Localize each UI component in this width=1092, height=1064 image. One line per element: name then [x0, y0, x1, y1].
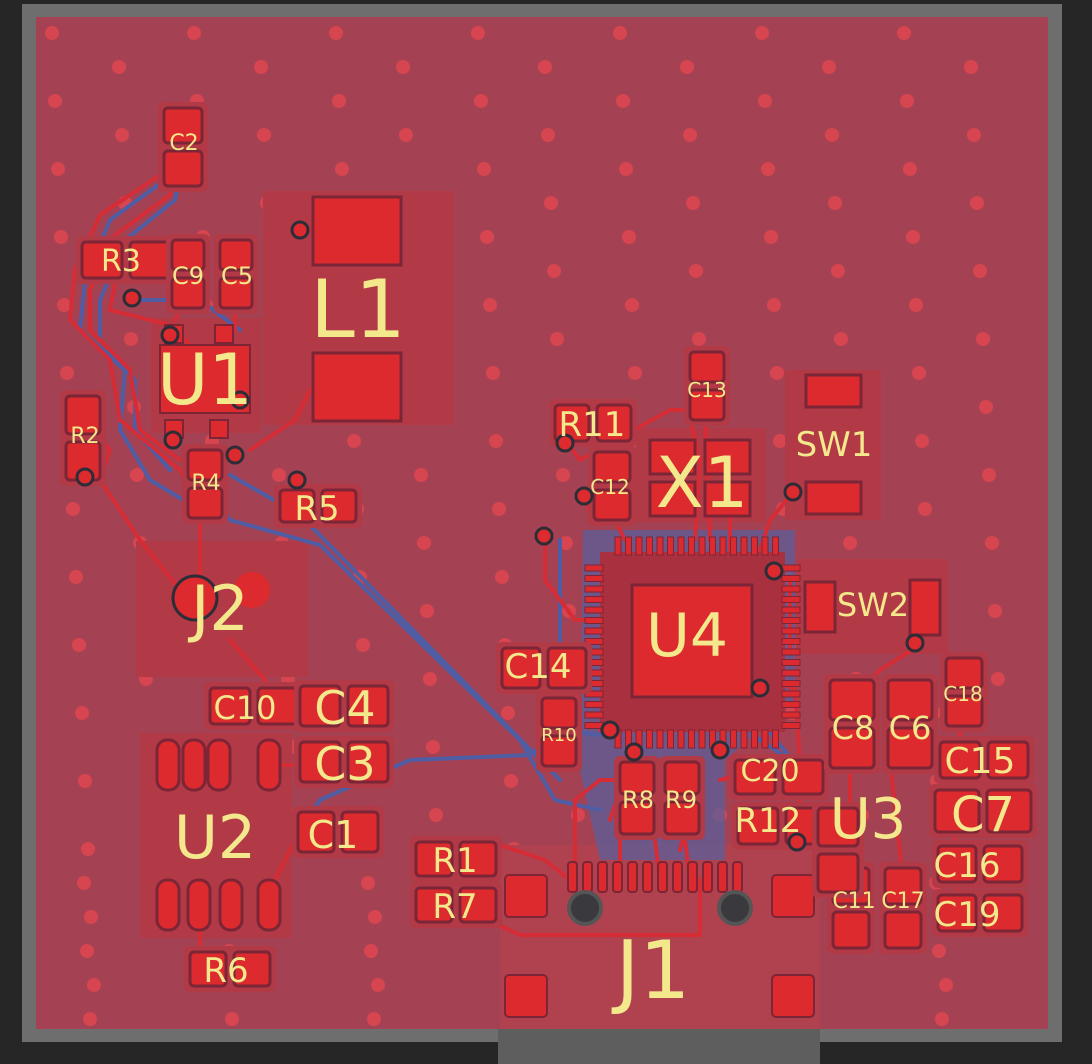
passive-pads	[60, 102, 1037, 992]
j1-overhang	[498, 1029, 820, 1064]
ref-r4[interactable]: R4	[191, 471, 220, 496]
ref-c3[interactable]: C3	[314, 737, 375, 791]
ref-c16[interactable]: C16	[933, 846, 1000, 886]
x1-footprint	[648, 438, 752, 518]
ref-c11[interactable]: C11	[832, 889, 875, 914]
u2-footprint	[155, 738, 282, 932]
j1-footprint	[504, 861, 815, 1018]
u4-footprint	[584, 536, 801, 749]
reference-labels: C2 R3 C9 C5 L1 U1 R2 R4 R5 J2 C10 C4 C3 …	[70, 131, 1015, 1017]
vias	[75, 220, 925, 852]
ref-u1[interactable]: U1	[157, 339, 253, 421]
ref-u4[interactable]: U4	[646, 601, 728, 671]
ref-u2[interactable]: U2	[174, 803, 256, 873]
ref-r5[interactable]: R5	[294, 489, 339, 529]
ref-l1[interactable]: L1	[310, 263, 405, 356]
ref-c19[interactable]: C19	[933, 895, 1000, 935]
ref-r2[interactable]: R2	[70, 424, 99, 449]
ref-r1[interactable]: R1	[432, 841, 477, 881]
ref-c1[interactable]: C1	[308, 813, 359, 857]
ref-c4[interactable]: C4	[314, 681, 375, 735]
ref-c8[interactable]: C8	[832, 709, 875, 747]
ref-r9[interactable]: R9	[665, 786, 697, 814]
ref-c7[interactable]: C7	[951, 787, 1015, 843]
ref-j1[interactable]: J1	[611, 924, 691, 1017]
switch-footprints	[803, 373, 942, 637]
l1-footprint	[311, 195, 403, 423]
ref-r11[interactable]: R11	[559, 405, 626, 445]
ref-c17[interactable]: C17	[881, 889, 924, 914]
ref-u3[interactable]: U3	[830, 787, 907, 852]
ref-c15[interactable]: C15	[945, 741, 1016, 782]
ref-c18[interactable]: C18	[943, 682, 982, 706]
ref-sw1[interactable]: SW1	[796, 425, 873, 465]
ref-r3[interactable]: R3	[101, 244, 141, 279]
ref-r12[interactable]: R12	[735, 801, 802, 841]
ref-r7[interactable]: R7	[432, 887, 477, 927]
ref-x1[interactable]: X1	[656, 442, 749, 524]
ref-c9[interactable]: C9	[172, 262, 204, 290]
ref-c2[interactable]: C2	[169, 131, 198, 156]
ref-r10[interactable]: R10	[541, 725, 576, 746]
ref-r6[interactable]: R6	[203, 951, 248, 991]
ref-c13[interactable]: C13	[687, 378, 726, 402]
ref-c20[interactable]: C20	[740, 754, 799, 789]
ref-c5[interactable]: C5	[221, 262, 253, 290]
ref-c14[interactable]: C14	[504, 647, 571, 687]
ref-c10[interactable]: C10	[213, 689, 276, 727]
ref-j2[interactable]: J2	[187, 572, 249, 645]
ref-c12[interactable]: C12	[590, 475, 629, 499]
ref-sw2[interactable]: SW2	[837, 586, 909, 624]
ref-r8[interactable]: R8	[622, 786, 654, 814]
j2-footprint	[171, 572, 270, 622]
ref-c6[interactable]: C6	[889, 709, 932, 747]
